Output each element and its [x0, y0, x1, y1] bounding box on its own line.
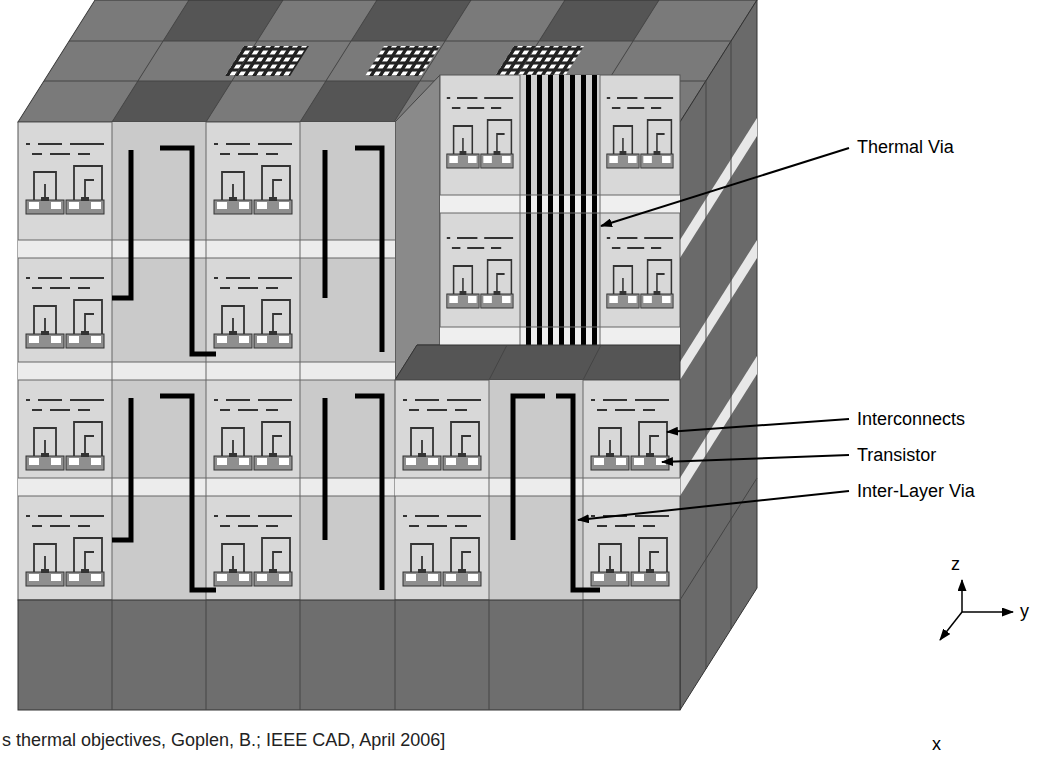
thermal-via-bar — [559, 75, 564, 345]
thermal-via-grid — [365, 46, 440, 76]
axis-arrow — [940, 612, 962, 640]
transistor-cell — [591, 400, 669, 470]
transistor-cell — [447, 98, 513, 168]
leader-lines — [578, 148, 849, 520]
substrate — [18, 600, 680, 710]
top-tile — [539, 0, 659, 41]
thermal-via-bar — [526, 75, 531, 345]
axis-arrow — [961, 580, 963, 612]
substrate-front — [18, 600, 680, 710]
transistor-cell — [607, 238, 673, 308]
transistor-cell — [214, 516, 292, 586]
transistor-cell — [403, 516, 481, 586]
thermal-via-bar — [570, 75, 575, 345]
thermal-via-bar — [548, 75, 553, 345]
callout-label: Interconnects — [857, 408, 965, 430]
thermal-via-bar — [537, 75, 542, 345]
side-lines — [680, 41, 757, 669]
axis-label: x — [932, 733, 941, 755]
tile-lines — [489, 345, 601, 380]
leader-line — [601, 148, 849, 226]
side-band — [680, 240, 757, 380]
layer-band — [395, 478, 680, 496]
transistor-cell — [403, 400, 481, 470]
lower-right-block — [395, 380, 680, 600]
block-top-face — [395, 345, 680, 380]
transistor-cell — [447, 238, 513, 308]
callout-label: Thermal Via — [857, 136, 954, 158]
callout-label: Inter-Layer Via — [857, 480, 975, 502]
transistor-cell — [214, 278, 292, 348]
transistor-cell — [26, 400, 104, 470]
thermal-via-bar — [592, 75, 597, 345]
axis-label: z — [951, 553, 960, 575]
block-side-face — [395, 75, 440, 380]
inter-layer-via — [112, 148, 382, 590]
thermal-via-bar — [581, 75, 586, 345]
axis-label: y — [1020, 600, 1029, 622]
thermal-via-grid — [495, 46, 584, 76]
transistor-cell — [26, 144, 104, 214]
transistor-cell — [214, 144, 292, 214]
figure-caption: s thermal objectives, Goplen, B.; IEEE C… — [2, 729, 445, 751]
cell-lines — [18, 122, 395, 600]
top-tile — [351, 0, 471, 41]
cell-lines — [440, 75, 680, 345]
left-block — [18, 122, 395, 600]
cell-lines — [395, 380, 680, 600]
transistor-cell — [214, 400, 292, 470]
leader-line — [667, 419, 849, 432]
top-tile — [163, 0, 283, 41]
block-front — [440, 75, 680, 345]
axis-arrow — [962, 611, 1013, 613]
axis-triad — [940, 580, 1013, 640]
right-side-face — [680, 0, 757, 710]
leader-line — [578, 491, 849, 520]
inter-layer-via — [513, 396, 600, 590]
transistor-cell — [26, 278, 104, 348]
transistor-cell — [591, 516, 669, 586]
transistor-cell — [607, 98, 673, 168]
side-face — [680, 0, 757, 710]
leader-line — [662, 455, 849, 462]
substrate-lines — [112, 600, 583, 710]
thermal-via — [526, 75, 597, 345]
top-tile — [112, 81, 232, 122]
block-front — [18, 122, 395, 600]
upper-right-block — [440, 75, 680, 345]
transistor-cell — [26, 516, 104, 586]
block-front — [395, 380, 680, 600]
callout-label: Transistor — [857, 444, 936, 466]
